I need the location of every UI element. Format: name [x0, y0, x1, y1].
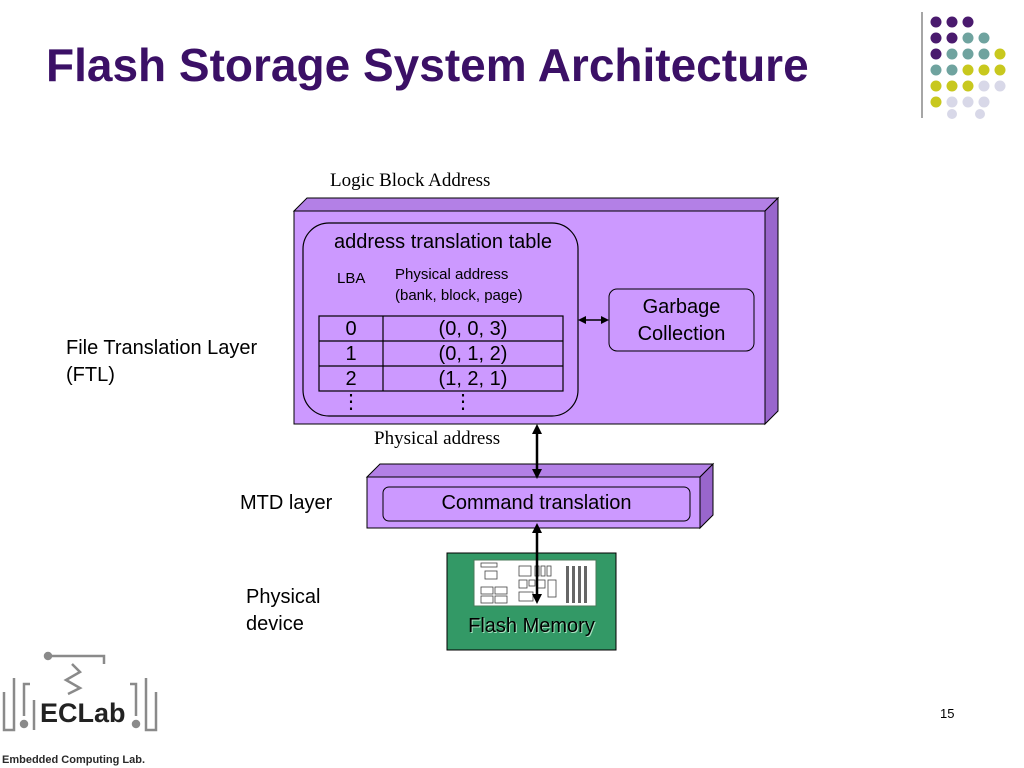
translation-table-title: address translation table	[334, 231, 552, 253]
garbage-collection-line1: Garbage	[642, 296, 721, 318]
ftl-label-line2: (FTL)	[66, 364, 115, 386]
table-row-1-phys: (0, 1, 2)	[438, 343, 508, 365]
physical-device-line2: device	[246, 613, 304, 635]
command-translation-label: Command translation	[441, 492, 632, 514]
flash-memory-device	[446, 552, 617, 651]
footer-lab-name: Embedded Computing Lab.	[2, 754, 145, 766]
flash-memory-label: Flash Memory	[468, 615, 595, 637]
decorative-dot-grid	[921, 12, 1006, 119]
physical-address-header-line2: (bank, block, page)	[395, 287, 523, 304]
table-row-2-lba: 2	[345, 368, 357, 390]
gc-double-arrow	[578, 316, 609, 324]
translation-table-box	[302, 222, 579, 417]
translation-table-grid	[318, 315, 564, 392]
logic-block-address-label: Logic Block Address	[330, 170, 491, 191]
table-row-1-lba: 1	[345, 343, 357, 365]
table-row-2-phys: (1, 2, 1)	[438, 368, 508, 390]
ftl-mtd-double-arrow	[532, 424, 542, 479]
page-title: Flash Storage System Architecture	[46, 39, 809, 91]
physical-device-line1: Physical	[246, 586, 321, 608]
table-row-0-phys: (0, 0, 3)	[438, 318, 508, 340]
physical-device-label: Physical device	[246, 584, 320, 638]
page-number: 15	[940, 706, 955, 721]
physical-address-label: Physical address	[374, 428, 501, 449]
mtd-layer-label: MTD layer	[240, 492, 333, 514]
eclab-logo	[2, 651, 158, 732]
mtd-device-double-arrow	[532, 523, 542, 604]
physical-address-column-header: Physical address (bank, block, page)	[395, 264, 523, 306]
physical-address-header-line1: Physical address	[395, 266, 509, 283]
ftl-label: File Translation Layer (FTL)	[66, 335, 257, 389]
ftl-label-line1: File Translation Layer	[66, 337, 258, 359]
table-ellipsis-phys: ⋮	[453, 391, 473, 413]
garbage-collection-line2: Collection	[637, 323, 726, 345]
table-row-0-lba: 0	[345, 318, 357, 340]
lba-column-header: LBA	[337, 270, 366, 287]
eclab-logo-text: ECLab	[40, 698, 126, 728]
garbage-collection-label: Garbage Collection	[609, 294, 754, 348]
command-translation-box	[382, 486, 691, 522]
table-ellipsis-lba: ⋮	[341, 391, 361, 413]
